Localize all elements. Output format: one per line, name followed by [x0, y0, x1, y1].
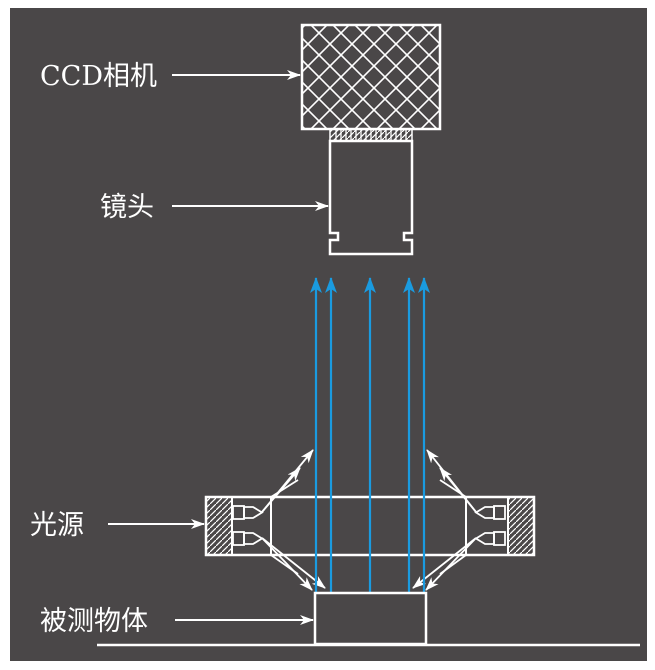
- ray-right-up-2: [439, 467, 477, 513]
- reflected-light-rays: [310, 277, 430, 593]
- led-emitter-right-top: [474, 505, 506, 520]
- ray-left-up-2: [261, 467, 301, 513]
- label-ccd-camera: CCD相机: [40, 61, 157, 92]
- label-object: 被测物体: [40, 606, 148, 637]
- lens: [328, 139, 414, 256]
- label-light-source: 光源: [30, 510, 84, 541]
- ray-left-down-2: [261, 537, 326, 589]
- label-lens: 镜头: [100, 192, 154, 223]
- led-emitter-left-top: [232, 505, 264, 520]
- ray-left-down-1: [261, 537, 313, 591]
- ray-right-down-1: [425, 537, 477, 591]
- test-object: [313, 591, 428, 646]
- led-emitter-left-bottom: [232, 531, 264, 546]
- led-emitter-right-bottom: [474, 531, 506, 546]
- ccd-camera: [300, 23, 442, 142]
